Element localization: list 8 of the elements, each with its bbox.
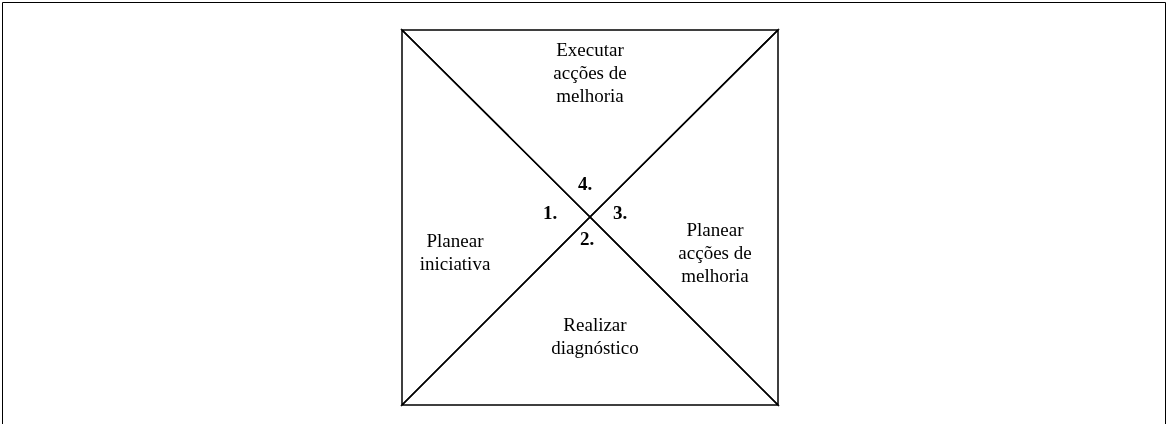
- step-number: 4.: [578, 174, 593, 194]
- step-number: 1.: [543, 203, 558, 223]
- step-number: 2.: [580, 229, 595, 249]
- section-label: Planear acções de melhoria: [677, 218, 753, 287]
- section-label: Planear iniciativa: [418, 229, 492, 275]
- step-number: 3.: [613, 203, 628, 223]
- section-label: Executar acções de melhoria: [552, 38, 628, 107]
- section-label: Realizar diagnóstico: [550, 313, 640, 359]
